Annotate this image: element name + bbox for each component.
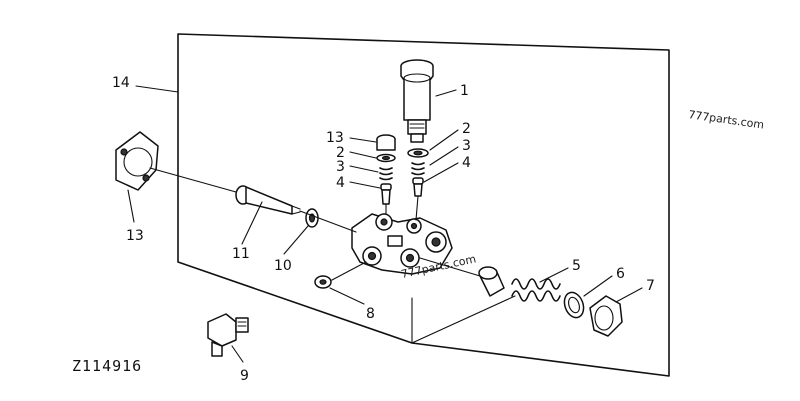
- leader-lines: [127, 85, 643, 363]
- bolt-part-11: [235, 185, 301, 215]
- callout-8: 8: [366, 306, 375, 322]
- background-panel: [177, 33, 670, 377]
- sleeve-part-5: [478, 266, 505, 297]
- callout-5: 5: [572, 258, 581, 274]
- callout-13-top: 13: [326, 130, 344, 146]
- spring-part-5: [511, 278, 561, 302]
- callout-10: 10: [274, 258, 292, 274]
- primer-plunger-part-1: [400, 59, 434, 143]
- callout-13-gasket: 13: [126, 228, 144, 244]
- callout-4-right: 4: [462, 155, 471, 171]
- pump-body: [351, 213, 453, 275]
- right-valve-stack: [407, 148, 429, 197]
- elbow-fitting-part-9: [207, 313, 249, 357]
- callout-3-right: 3: [462, 138, 471, 154]
- callout-4-left: 4: [336, 175, 345, 191]
- callout-3-left: 3: [336, 159, 345, 175]
- flange-gasket-part-13: [115, 131, 159, 191]
- callout-14: 14: [112, 75, 130, 91]
- washer-part-8: [314, 275, 332, 289]
- callout-1: 1: [460, 83, 469, 99]
- callout-9: 9: [240, 368, 249, 384]
- plug-part-7: [589, 295, 623, 337]
- site-watermark: 777parts.com: [688, 108, 765, 131]
- left-valve-stack: [376, 134, 396, 205]
- ring-part-6: [563, 291, 585, 319]
- callout-6: 6: [616, 266, 625, 282]
- callout-2-left: 2: [336, 145, 345, 161]
- assembly-center-lines: [149, 167, 481, 281]
- callout-2-right: 2: [462, 121, 471, 137]
- catalog-number: Z114916: [72, 357, 142, 375]
- washer-part-10: [305, 208, 319, 228]
- callout-7: 7: [646, 278, 655, 294]
- callout-labels: 1 2 3 4 13 2 3 4 14 13 11 10 8 5 6 7 9: [112, 75, 655, 384]
- callout-11: 11: [232, 246, 250, 262]
